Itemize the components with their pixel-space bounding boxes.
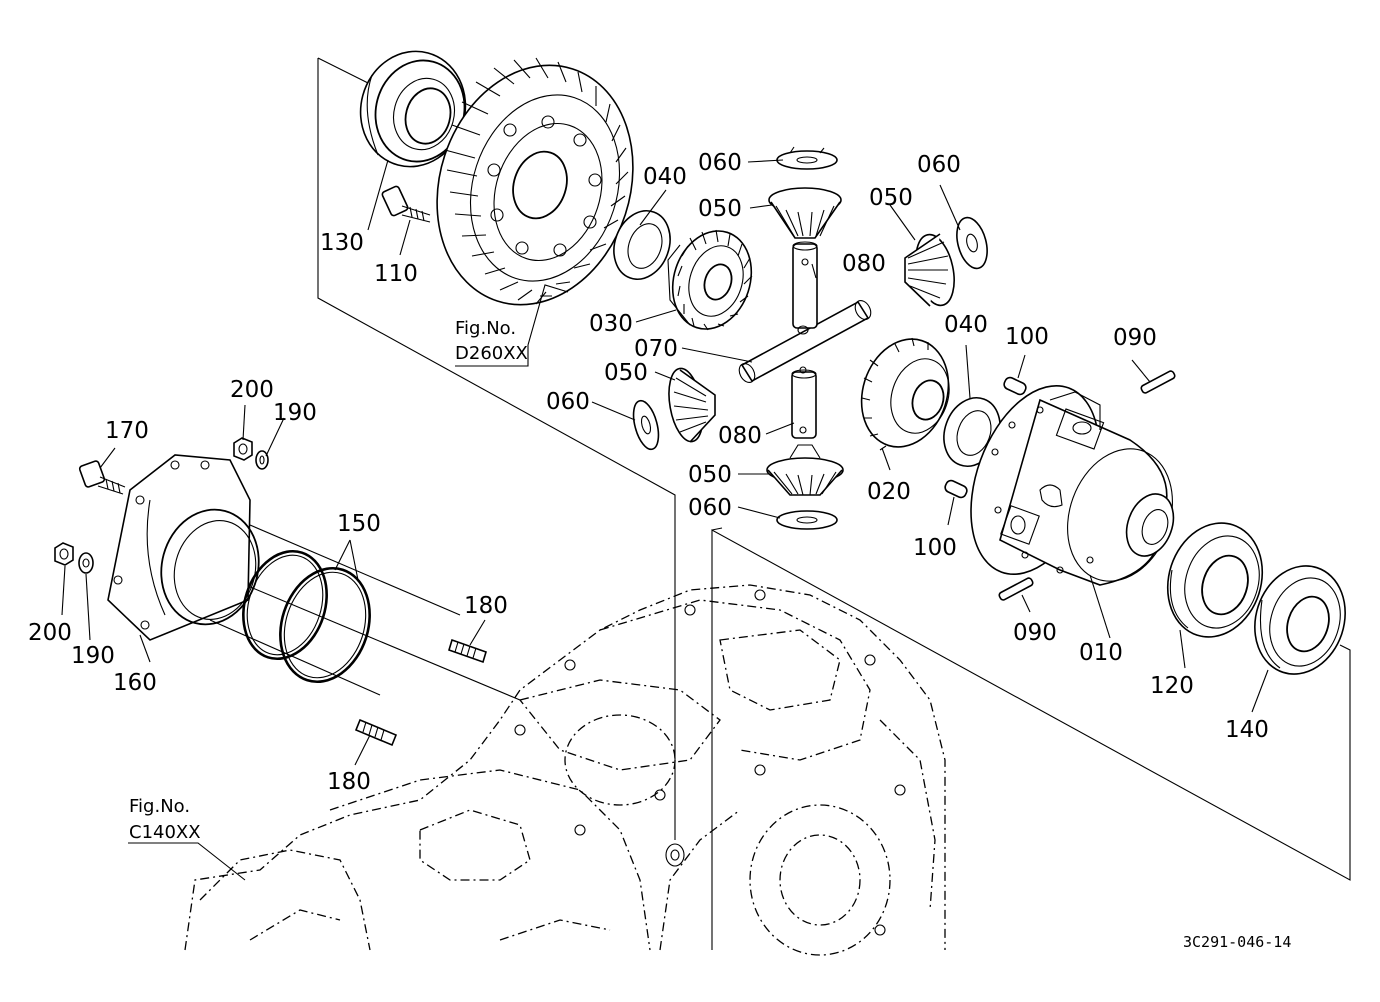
- washer-190-upper: [255, 450, 269, 470]
- pinion-shaft-080-upper: [792, 241, 818, 335]
- part-label-090: 090: [1013, 620, 1057, 646]
- part-label-050: 050: [604, 360, 648, 386]
- part-label-090: 090: [1113, 325, 1157, 351]
- differential-case-010: [970, 384, 1175, 586]
- part-label-050: 050: [688, 462, 732, 488]
- part-label-050: 050: [869, 185, 913, 211]
- part-label-080: 080: [718, 423, 762, 449]
- pinion-shaft-070: [738, 300, 872, 383]
- part-label-120: 120: [1150, 673, 1194, 699]
- part-label-200: 200: [230, 377, 274, 403]
- side-gear-020: [860, 337, 950, 451]
- bearing-130: [359, 50, 467, 168]
- part-label-100: 100: [913, 535, 957, 561]
- o-rings-150: [242, 549, 371, 684]
- bearing-holder-160: [107, 454, 260, 641]
- part-label-080: 080: [842, 251, 886, 277]
- bevel-ring-gear: [436, 57, 634, 306]
- part-label-060: 060: [698, 150, 742, 176]
- stud-bolt-180-upper: [448, 638, 487, 664]
- drawing-code: 3C291-046-14: [1183, 933, 1291, 951]
- pinion-gear-050-left: [668, 367, 716, 443]
- bolt-110: [381, 185, 431, 223]
- part-label-060: 060: [546, 389, 590, 415]
- figure-references: Fig.No. D260XX Fig.No. C140XX: [129, 318, 528, 843]
- part-label-130: 130: [320, 230, 364, 256]
- fig-ref-caption: Fig.No.: [455, 318, 516, 339]
- pinion-gear-050-bottom: [766, 444, 844, 496]
- washer-060-top: [776, 146, 838, 170]
- part-labels: 010 020 030 040 040 050 050 050 050 060 …: [28, 150, 1269, 795]
- part-label-070: 070: [634, 336, 678, 362]
- part-label-010: 010: [1079, 640, 1123, 666]
- transmission-case: [184, 584, 946, 956]
- leader-lines: [61, 159, 1269, 881]
- part-label-100: 100: [1005, 324, 1049, 350]
- bolt-170: [78, 460, 126, 495]
- washer-060-bottom: [776, 510, 838, 530]
- part-label-180: 180: [464, 593, 508, 619]
- bearing-140: [1254, 565, 1346, 675]
- part-label-200: 200: [28, 620, 72, 646]
- washer-060-right: [956, 216, 988, 270]
- part-label-050: 050: [698, 196, 742, 222]
- part-label-190: 190: [71, 643, 115, 669]
- part-label-060: 060: [917, 152, 961, 178]
- part-label-160: 160: [113, 670, 157, 696]
- part-label-020: 020: [867, 479, 911, 505]
- pinion-shaft-080-lower: [791, 366, 817, 439]
- part-label-140: 140: [1225, 717, 1269, 743]
- part-label-040: 040: [643, 164, 687, 190]
- part-label-180: 180: [327, 769, 371, 795]
- stud-bolt-180-lower: [354, 718, 398, 747]
- fig-ref-number: C140XX: [129, 822, 201, 843]
- bearing-120: [1166, 522, 1264, 638]
- spring-pin-090-lower: [998, 577, 1034, 601]
- thrust-washer-040-left: [613, 210, 671, 280]
- washer-190-lower: [78, 552, 94, 574]
- part-label-170: 170: [105, 418, 149, 444]
- part-label-030: 030: [589, 311, 633, 337]
- pin-100-lower: [944, 479, 968, 499]
- fig-ref-caption: Fig.No.: [129, 796, 190, 817]
- nut-200-upper: [233, 437, 253, 461]
- part-label-060: 060: [688, 495, 732, 521]
- spring-pin-090-upper: [1140, 370, 1176, 394]
- part-label-110: 110: [374, 261, 418, 287]
- pinion-gear-050-top: [768, 187, 842, 239]
- part-label-040: 040: [944, 312, 988, 338]
- fig-ref-number: D260XX: [455, 343, 528, 364]
- part-label-150: 150: [337, 511, 381, 537]
- washer-060-left: [632, 399, 660, 451]
- pinion-gear-050-right: [904, 233, 955, 307]
- pin-100-upper: [1003, 376, 1027, 396]
- side-gear-030: [667, 229, 753, 331]
- part-label-190: 190: [273, 400, 317, 426]
- nut-200-lower: [54, 542, 74, 566]
